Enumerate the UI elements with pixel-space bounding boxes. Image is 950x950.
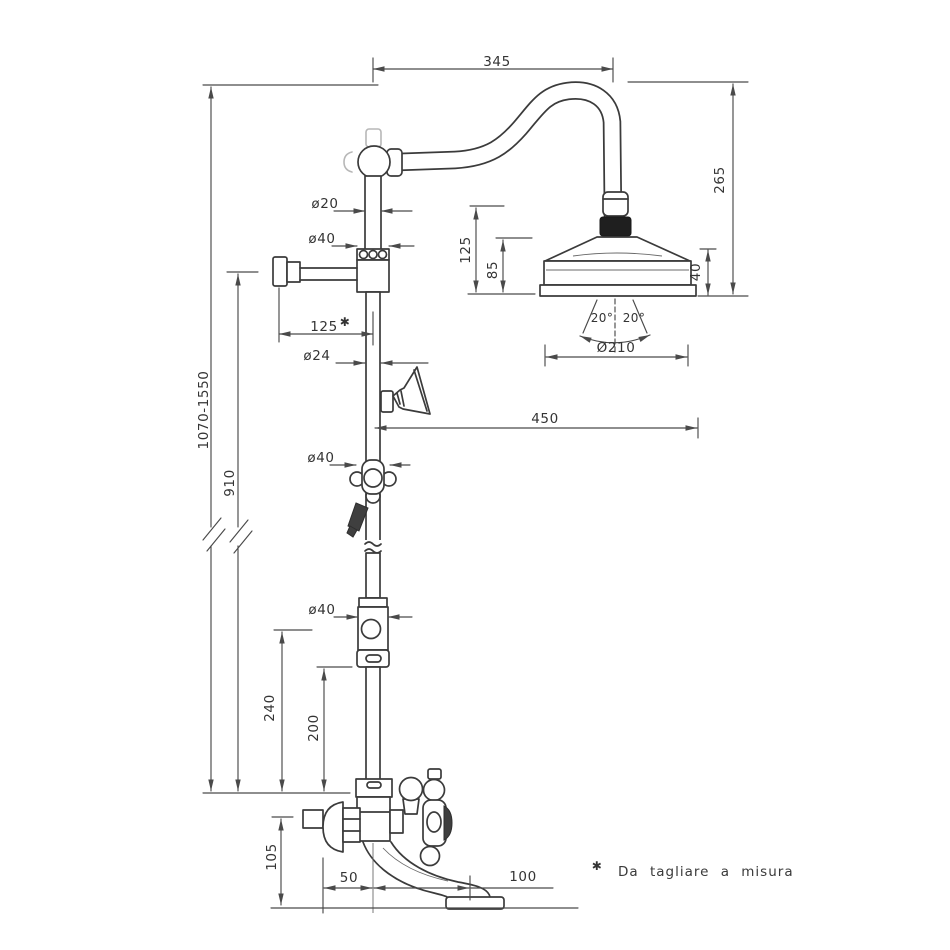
dim-210	[544, 344, 689, 367]
dim-450	[374, 417, 699, 439]
dim-20-label: ø20	[311, 196, 338, 212]
slider-bracket	[356, 597, 390, 668]
dim-125-wall-label: 125	[310, 319, 338, 335]
dim-100-label: 100	[509, 869, 537, 885]
dim-240-label: 240	[262, 694, 278, 722]
footnote-asterisk: ✱	[592, 859, 602, 873]
dim-50	[322, 843, 374, 914]
shower-arm	[397, 81, 623, 219]
spray-angle-right-label: 20°	[623, 311, 645, 325]
wall-bracket	[272, 256, 358, 287]
footnote-text: Da tagliare a misura	[618, 864, 794, 880]
dim-265-label: 265	[712, 166, 728, 194]
hose-clip	[346, 502, 369, 538]
dim-50-label: 50	[340, 870, 358, 886]
dim-40-cross-label: ø40	[307, 450, 334, 466]
dim-265	[627, 81, 749, 297]
dim-105	[271, 816, 294, 906]
column-joint-block	[356, 248, 390, 293]
hand-shower-holder	[380, 366, 431, 415]
dim-450-label: 450	[531, 411, 559, 427]
spray-angle-left-label: 20°	[591, 311, 613, 325]
riser-pipe-lower	[365, 666, 381, 781]
dim-910	[226, 271, 259, 792]
dim-total-height-label: 1070-1550	[196, 371, 212, 450]
dim-40-joint-label: ø40	[308, 231, 335, 247]
dim-125-head	[467, 205, 536, 295]
column-elbow-joint	[357, 145, 403, 253]
dim-105-label: 105	[264, 843, 280, 871]
dim-40	[699, 248, 717, 296]
dim-240	[273, 629, 313, 792]
dim-40-label: 40	[688, 263, 704, 281]
dim-85-label: 85	[485, 261, 501, 279]
dim-100	[373, 875, 554, 901]
spray-pattern	[579, 298, 651, 353]
dim-85	[495, 237, 533, 293]
dim-200-label: 200	[306, 714, 322, 742]
dim-210-label: Ø210	[597, 340, 636, 356]
shower-head	[539, 191, 697, 297]
dim-200	[316, 666, 353, 792]
dim-345-label: 345	[483, 54, 511, 70]
dim-125-wall-asterisk: ✱	[340, 315, 350, 329]
diverter-cross-knob	[349, 459, 397, 504]
dim-125-head-label: 125	[458, 236, 474, 264]
dim-910-label: 910	[222, 469, 238, 497]
dim-125-wall	[278, 287, 374, 346]
pipe-break	[363, 540, 383, 554]
dim-total-height	[202, 84, 379, 792]
dim-345	[372, 57, 614, 83]
valve-assembly	[302, 768, 453, 867]
riser-pipe-mid	[365, 552, 381, 599]
dim-24-label: ø24	[303, 348, 330, 364]
dim-40-slider-label: ø40	[308, 602, 335, 618]
tub-spout	[362, 841, 505, 910]
